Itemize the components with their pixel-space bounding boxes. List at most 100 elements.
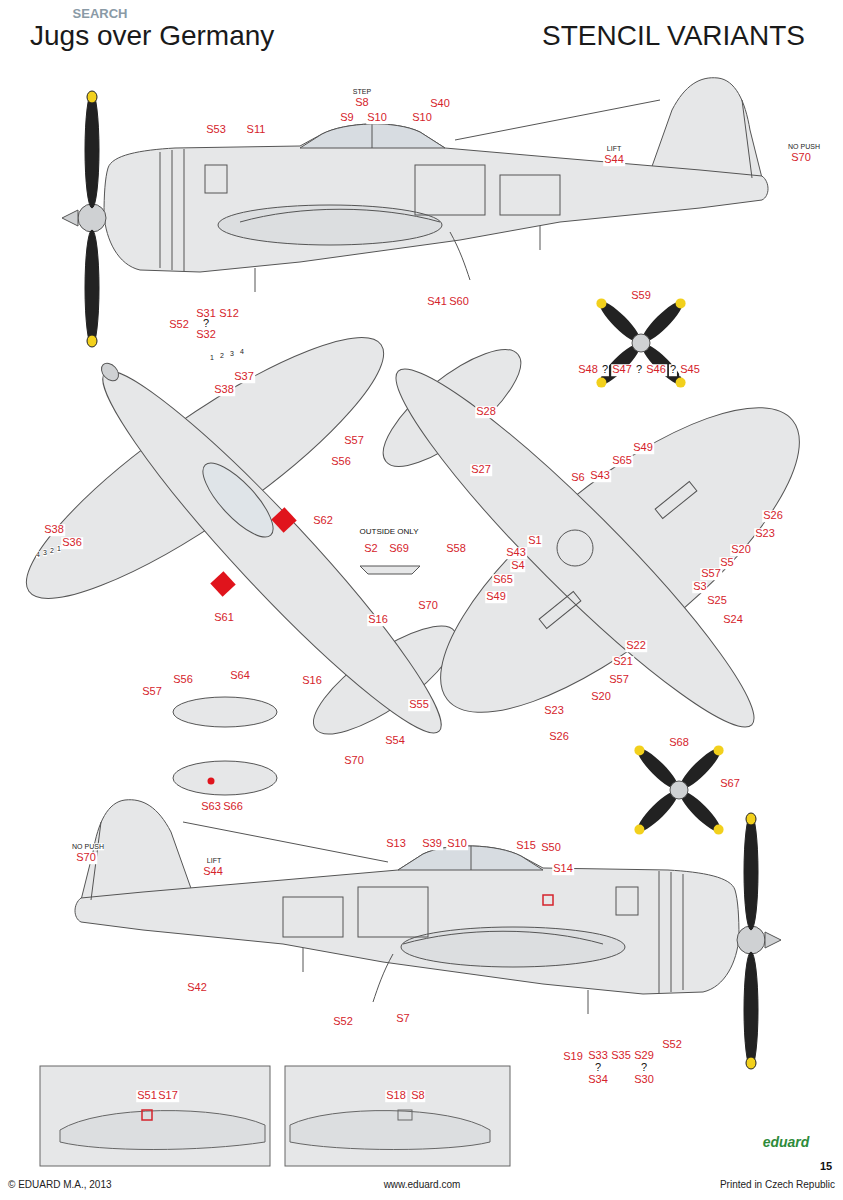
variant-mark: ?: [601, 364, 609, 376]
variant-mark: ?: [202, 318, 210, 330]
callout-number: S27: [470, 464, 492, 476]
prop-tip: [594, 296, 608, 310]
fuselage: [104, 124, 768, 272]
pylon: [360, 566, 420, 574]
propeller: [632, 743, 725, 836]
callout-number: S32: [195, 329, 217, 341]
red-panel: [271, 507, 296, 532]
drop-tank: [173, 697, 277, 727]
callout-number: S58: [445, 543, 467, 555]
panel: [415, 165, 485, 215]
footer-text: © EDUARD M.A., 2013: [8, 1180, 112, 1191]
stencil-text: NO PUSH: [788, 143, 820, 150]
variant-mark: ?: [669, 364, 677, 376]
title: STENCIL VARIANTS: [542, 21, 805, 50]
prop-blade: [85, 230, 99, 346]
callout-number: S59: [630, 290, 652, 302]
callout-number: S70: [75, 852, 97, 864]
callout-number: S16: [301, 675, 323, 687]
prop-blade: [85, 92, 99, 208]
callout-number: S48: [577, 364, 599, 376]
red-dot: [208, 778, 215, 785]
belly-panel: [557, 530, 593, 566]
stencil-text: LIFT: [607, 145, 621, 152]
callout-number: S34: [587, 1074, 609, 1086]
callout-number: S67: [719, 778, 741, 790]
callout-number: S61: [213, 612, 235, 624]
callout-number: S29: [633, 1050, 655, 1062]
inset: [40, 1066, 510, 1166]
callout-number: S14: [552, 863, 574, 875]
prop-tip: [712, 823, 726, 837]
callout-number: S33: [587, 1050, 609, 1062]
callout-number: S5: [719, 557, 734, 569]
callout-number: S70: [790, 152, 812, 164]
stencil-text: 3: [43, 549, 47, 556]
red-marking: [543, 895, 553, 905]
callout-number: S20: [590, 691, 612, 703]
callout-number: S63: [200, 801, 222, 813]
callout-number: S10: [446, 838, 468, 850]
callout-number: S38: [213, 384, 235, 396]
callout-number: S70: [417, 600, 439, 612]
variant-mark: ?: [640, 1062, 648, 1074]
callout-number: S46: [645, 364, 667, 376]
wing-edge: [240, 209, 440, 222]
side-view: [62, 78, 768, 347]
inset-frame: [40, 1066, 270, 1166]
callout-number: S25: [706, 595, 728, 607]
callout-number: S8: [354, 97, 369, 109]
callout-number: S56: [172, 674, 194, 686]
callout-number: S57: [343, 435, 365, 447]
callout-number: S69: [388, 543, 410, 555]
gear-door: [655, 481, 697, 518]
callout-number: S56: [330, 456, 352, 468]
callout-number: S11: [246, 124, 267, 136]
inset-frame: [285, 1066, 510, 1166]
rudder-line: [742, 100, 752, 178]
prop-tip: [674, 296, 688, 310]
callout-number: S16: [367, 614, 389, 626]
callout-number: S23: [754, 528, 776, 540]
spinner-tip: [62, 210, 78, 226]
prop-tip: [632, 823, 646, 837]
footer-text: www.eduard.com: [384, 1180, 461, 1191]
gear-leg: [540, 226, 541, 250]
callout-number: S26: [762, 510, 784, 522]
callout-number: S49: [632, 442, 654, 454]
propeller: [594, 296, 687, 389]
callout-number: S12: [218, 308, 240, 320]
footer-text: Printed in Czech Republic: [720, 1180, 835, 1191]
antenna-wire: [455, 100, 660, 140]
callout-number: S37: [233, 371, 255, 383]
canopy: [300, 124, 445, 148]
callout-number: S66: [222, 801, 244, 813]
canopy: [193, 453, 283, 546]
variant-mark: ?: [635, 364, 643, 376]
gear-leg: [255, 268, 256, 292]
callout-number: S60: [448, 296, 470, 308]
callout-number: S6: [570, 472, 585, 484]
prop-tip: [87, 335, 97, 347]
side-view-mirrored: [75, 800, 781, 1069]
gear-door: [539, 591, 581, 628]
callout-number: S23: [543, 705, 565, 717]
prop-tip: [87, 91, 97, 103]
callout-number: S55: [408, 699, 430, 711]
drop-tank: [173, 761, 277, 795]
callout-number: S49: [485, 591, 507, 603]
callout-number: S62: [312, 515, 334, 527]
callout-number: S51: [136, 1090, 158, 1102]
variant-mark: ?: [594, 1062, 602, 1074]
fin: [650, 78, 762, 178]
callout-number: S10: [366, 112, 388, 124]
callout-number: S57: [700, 568, 722, 580]
stencil-text: NO PUSH: [72, 843, 104, 850]
callout-number: S54: [384, 735, 406, 747]
callout-number: S64: [229, 670, 251, 682]
callout-number: S42: [186, 982, 208, 994]
panel: [500, 175, 560, 215]
callout-number: S1: [527, 535, 542, 547]
callout-number: S52: [332, 1016, 354, 1028]
